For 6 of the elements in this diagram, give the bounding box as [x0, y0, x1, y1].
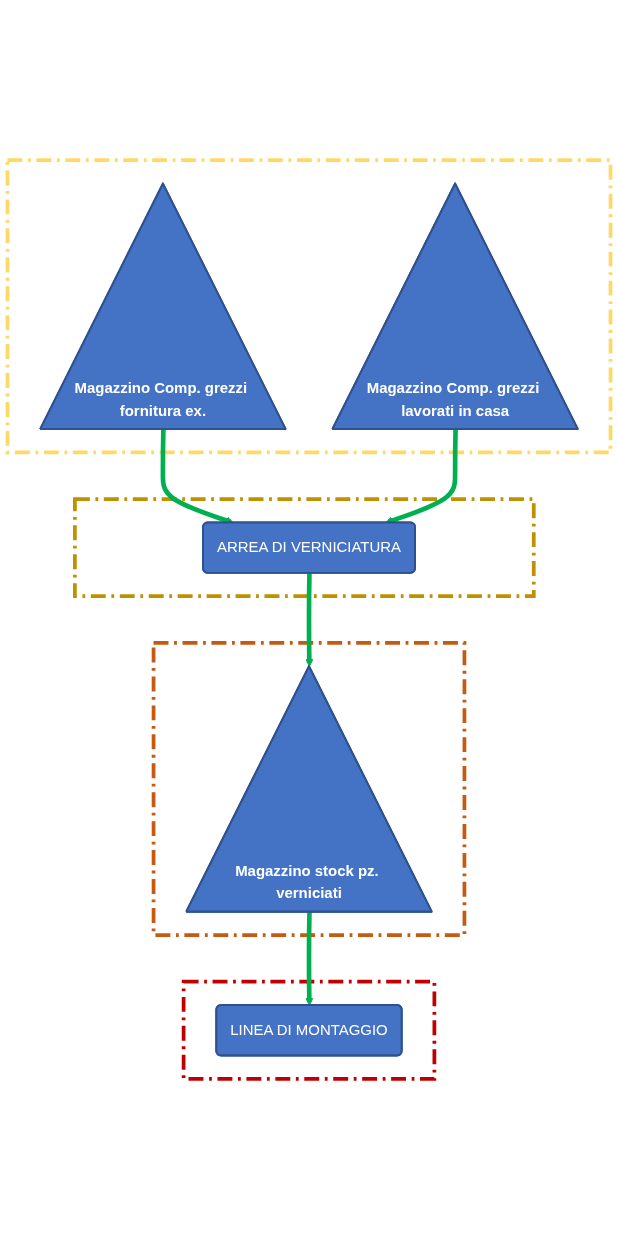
arrow — [305, 912, 314, 1006]
cluster — [151, 640, 467, 937]
cluster — [181, 979, 437, 1081]
cluster — [73, 497, 536, 599]
arrow — [305, 573, 314, 667]
cluster — [5, 158, 613, 455]
